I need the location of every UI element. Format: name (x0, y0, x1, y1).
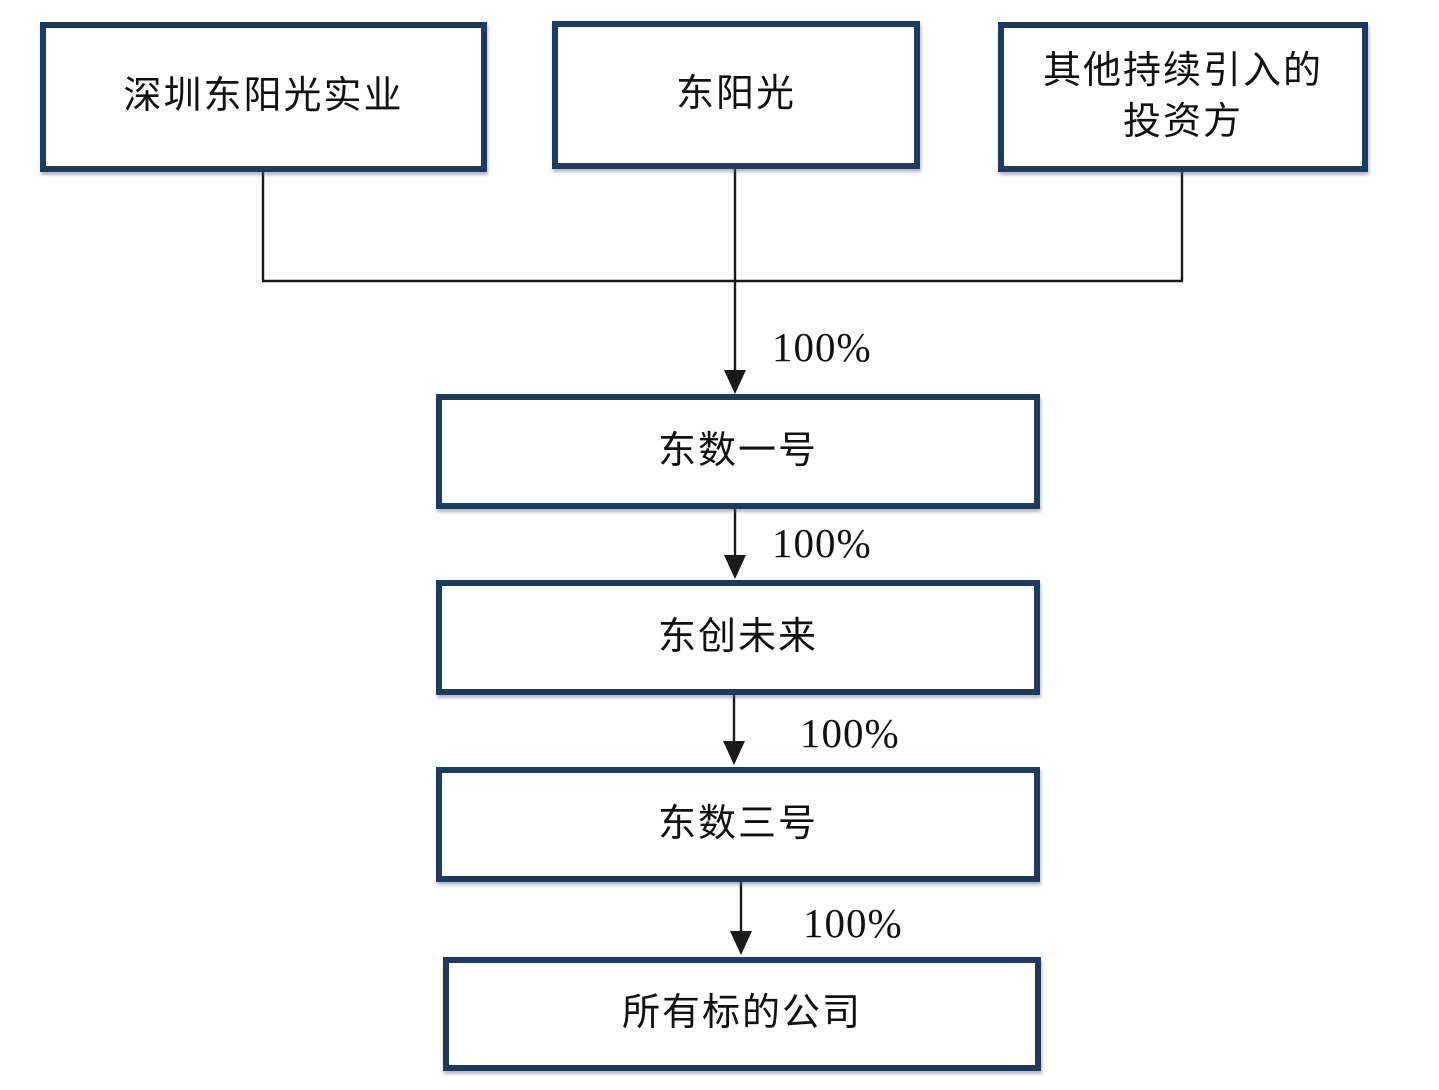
node-label: 东数一号 (657, 429, 818, 472)
node-other-continuing-investors: 其他持续引入的 投资方 (998, 22, 1368, 172)
edge-label-100pct-4: 100% (803, 900, 903, 946)
arrow-down-icon (730, 931, 752, 955)
node-label: 东数三号 (657, 802, 818, 845)
node-dongchuang-future: 东创未来 (436, 580, 1040, 695)
node-label: 东创未来 (657, 615, 818, 658)
node-label: 东阳光 (675, 73, 796, 116)
edge-label-100pct-1: 100% (772, 324, 872, 370)
node-label: 深圳东阳光实业 (123, 75, 404, 118)
node-dongyangguang: 东阳光 (552, 21, 920, 169)
node-label: 所有标的公司 (621, 992, 862, 1035)
arrow-down-icon (723, 741, 745, 765)
node-label-line1: 其他持续引入的 (1042, 49, 1323, 92)
arrow-down-icon (724, 555, 746, 579)
node-dongshu-no1: 东数一号 (436, 394, 1040, 509)
node-label-line2: 投资方 (1122, 101, 1243, 143)
node-shenzhen-dongyangguang-shiye: 深圳东阳光实业 (40, 22, 487, 172)
node-all-target-companies: 所有标的公司 (443, 957, 1041, 1071)
edge-label-100pct-2: 100% (772, 520, 872, 566)
arrow-down-icon (724, 370, 746, 394)
edge-label-100pct-3: 100% (800, 710, 900, 756)
node-dongshu-no3: 东数三号 (436, 767, 1040, 882)
